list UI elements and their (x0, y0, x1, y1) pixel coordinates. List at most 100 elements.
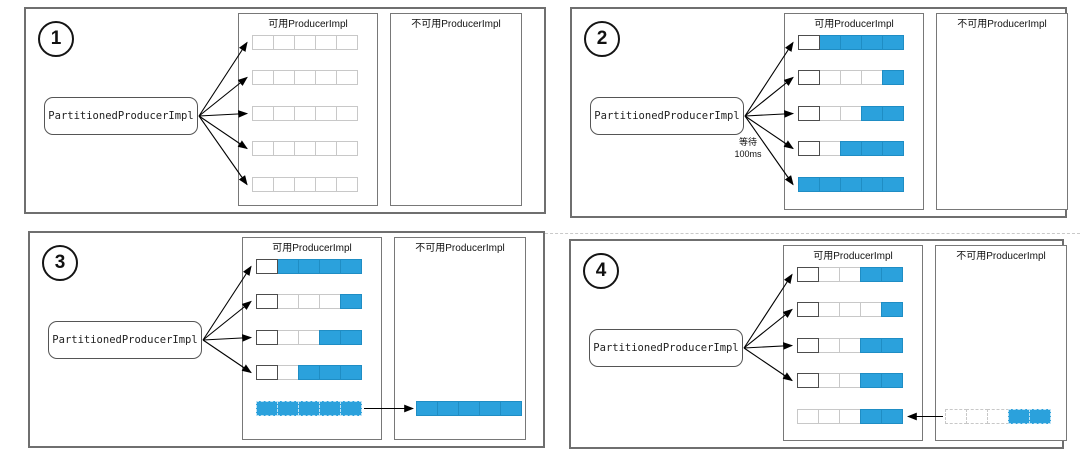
producer-queue-row (256, 365, 362, 380)
queue-cell-empty (252, 141, 274, 156)
queue-cell-filled (819, 35, 841, 50)
queue-cell-filled (881, 409, 903, 424)
queue-cell-empty (294, 141, 316, 156)
queue-cell-filled (860, 267, 882, 282)
queue-cell-empty (273, 177, 295, 192)
queue-cell-empty (256, 330, 278, 345)
queue-cell-empty (273, 35, 295, 50)
queue-cell-filled (860, 373, 882, 388)
queue-cell-empty (252, 106, 274, 121)
producer-queue-row (798, 70, 904, 85)
queue-cell-empty (797, 373, 819, 388)
queue-cell-empty (273, 70, 295, 85)
queue-cell-empty (336, 106, 358, 121)
unavailable-producers-title: 不可用ProducerImpl (957, 19, 1047, 30)
producer-queue-row (256, 294, 362, 309)
queue-cell-empty (336, 35, 358, 50)
producer-queue-row (797, 373, 903, 388)
producer-queue-row (256, 330, 362, 345)
queue-cell-filled (882, 70, 904, 85)
queue-cell-filled (479, 401, 501, 416)
queue-cell-empty (819, 141, 841, 156)
queue-cell-empty (277, 294, 299, 309)
queue-cell-empty (277, 330, 299, 345)
queue-cell-filled (861, 106, 883, 121)
queue-cell-empty (294, 70, 316, 85)
queue-cell-filled (860, 338, 882, 353)
queue-cell-filled (298, 365, 320, 380)
queue-cell-filled (1029, 409, 1051, 424)
queue-cell-filled (882, 35, 904, 50)
queue-cell-empty (797, 338, 819, 353)
queue-cell-filled (298, 259, 320, 274)
queue-cell-filled (840, 35, 862, 50)
queue-cell-empty (252, 177, 274, 192)
queue-cell-empty (315, 70, 337, 85)
available-producers-title: 可用ProducerImpl (268, 19, 348, 30)
producer-queue-row (798, 141, 904, 156)
available-producers-title: 可用ProducerImpl (814, 19, 894, 30)
available-producers-title: 可用ProducerImpl (813, 251, 893, 262)
queue-cell-filled (319, 330, 341, 345)
queue-cell-filled (882, 106, 904, 121)
queue-cell-empty (315, 35, 337, 50)
partitioned-producer-box: PartitionedProducerImpl (589, 329, 743, 367)
queue-cell-empty (315, 106, 337, 121)
queue-cell-empty (798, 70, 820, 85)
queue-cell-filled (500, 401, 522, 416)
queue-cell-filled (881, 373, 903, 388)
queue-cell-filled (340, 259, 362, 274)
queue-cell-filled (340, 365, 362, 380)
queue-cell-filled (319, 259, 341, 274)
queue-cell-empty (252, 70, 274, 85)
queue-cell-empty (797, 302, 819, 317)
queue-cell-empty (798, 106, 820, 121)
queue-cell-filled (1008, 409, 1030, 424)
queue-cell-filled (881, 338, 903, 353)
queue-cell-empty (966, 409, 988, 424)
partitioned-producer-box: PartitionedProducerImpl (44, 97, 198, 135)
queue-cell-filled (256, 401, 278, 416)
page-break-line (540, 233, 1080, 234)
queue-cell-empty (797, 409, 819, 424)
queue-cell-filled (298, 401, 320, 416)
queue-cell-filled (277, 259, 299, 274)
producer-queue-row (797, 267, 903, 282)
queue-cell-filled (881, 267, 903, 282)
queue-cell-empty (839, 373, 861, 388)
producer-queue-row (798, 106, 904, 121)
queue-cell-empty (860, 302, 882, 317)
queue-cell-filled (882, 141, 904, 156)
unavailable-producers-container (936, 13, 1068, 210)
queue-cell-empty (819, 70, 841, 85)
queue-cell-empty (797, 267, 819, 282)
queue-cell-empty (273, 106, 295, 121)
queue-cell-empty (819, 106, 841, 121)
queue-cell-filled (319, 365, 341, 380)
producer-queue-row (256, 401, 362, 416)
queue-cell-empty (294, 177, 316, 192)
queue-cell-empty (839, 338, 861, 353)
producer-queue-row (798, 177, 904, 192)
queue-cell-empty (336, 177, 358, 192)
queue-cell-filled (861, 141, 883, 156)
step-number-badge: 4 (583, 253, 619, 289)
queue-cell-filled (860, 409, 882, 424)
queue-cell-filled (340, 401, 362, 416)
unavailable-producers-title: 不可用ProducerImpl (956, 251, 1046, 262)
unavailable-producers-title: 不可用ProducerImpl (415, 243, 505, 254)
queue-cell-empty (273, 141, 295, 156)
queue-cell-empty (818, 302, 840, 317)
queue-cell-empty (298, 330, 320, 345)
queue-cell-filled (882, 177, 904, 192)
queue-cell-filled (840, 177, 862, 192)
queue-cell-filled (819, 177, 841, 192)
queue-cell-filled (340, 330, 362, 345)
queue-cell-empty (294, 35, 316, 50)
step-number-badge: 1 (38, 21, 74, 57)
